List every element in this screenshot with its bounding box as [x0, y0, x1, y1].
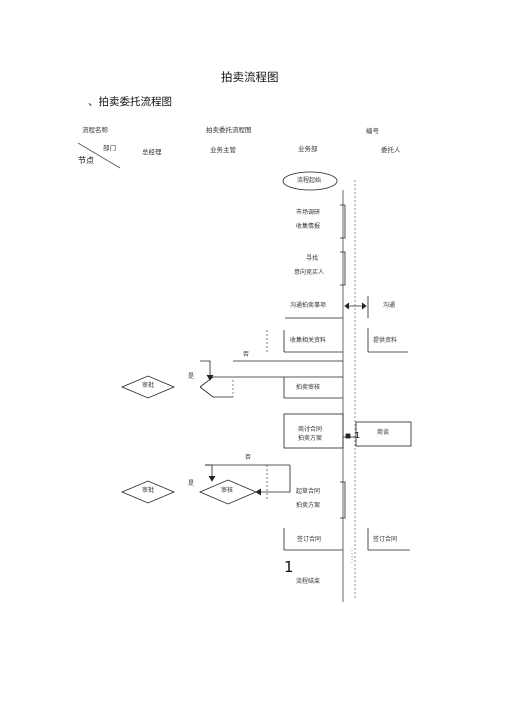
find-buyer-line2: 意向竞买人 — [294, 269, 325, 276]
review-node-2: 审核 — [221, 487, 234, 494]
market-research-line1: 市场调研 — [296, 209, 321, 216]
negotiate-box — [355, 421, 412, 447]
arrow-left-head — [344, 302, 350, 310]
node-label: 节点 — [78, 156, 94, 165]
draft-line1: 起草合同 — [296, 488, 321, 495]
start-oval — [282, 171, 338, 191]
provide-materials-node: 提供资料 — [373, 337, 398, 344]
dept-label: 部门 — [103, 144, 116, 152]
column-business-supervisor: 业务主管 — [210, 146, 236, 154]
communicate-node: 沟通 — [383, 302, 396, 309]
contract-box — [283, 413, 344, 449]
negotiate-node: 商谈 — [377, 429, 390, 436]
auction-review-node: 拍卖审核 — [296, 384, 321, 391]
collect-materials-node: 收集相关资料 — [290, 337, 327, 344]
column-business-dept: 业务部 — [298, 145, 318, 153]
marker-2: 1 — [284, 558, 294, 576]
yes-label-2: 是 — [188, 480, 195, 487]
market-research-line2: 收集情报 — [296, 223, 321, 230]
review1-arrow-head — [206, 374, 214, 381]
marker-1: 1 — [355, 431, 361, 440]
negotiate-auction-node: 沟通拍卖事项 — [290, 302, 327, 309]
find-buyer-line1: 寻找 — [306, 255, 319, 262]
process-name-value: 拍卖委托流程图 — [206, 126, 252, 134]
end-node: 流程结束 — [296, 578, 321, 585]
approve-node-2: 审批 — [142, 487, 155, 494]
draft-arrow-head — [255, 488, 262, 496]
approve2-diamond — [120, 480, 176, 504]
review1-arrow-in — [200, 360, 211, 378]
draft-to-review — [258, 465, 291, 493]
process-name-label: 流程名称 — [82, 126, 108, 134]
header-diagonal — [77, 142, 121, 169]
no-label-1: 否 — [243, 351, 250, 358]
page-title: 拍卖流程图 — [221, 70, 279, 84]
yes-label-1: 是 — [188, 373, 195, 380]
sign-contract-business: 签订合同 — [297, 536, 322, 543]
approve1-diamond — [120, 375, 176, 399]
column-general-manager: 总经理 — [142, 148, 162, 156]
column-client: 委托人 — [381, 146, 401, 154]
approve-node-1: 审批 — [142, 382, 155, 389]
number-label: 编号 — [366, 127, 379, 135]
marker1-square — [345, 433, 351, 439]
bracket-draft — [340, 481, 346, 519]
sign-contract-client: 签订合同 — [373, 536, 398, 543]
review2-arrow-in — [205, 464, 213, 479]
review1-shape — [199, 376, 233, 398]
review2-arrow-head — [208, 475, 216, 482]
draft-line2: 拍卖方案 — [296, 502, 321, 509]
contract-line2: 拍卖方案 — [298, 435, 323, 442]
bracket-research — [340, 204, 346, 239]
contract-line1: 商讨合同 — [298, 426, 323, 433]
page-subtitle: 、拍卖委托流程图 — [88, 96, 172, 108]
arrow-right-head — [361, 302, 367, 310]
no-label-2: 否 — [245, 454, 252, 461]
bracket-buyer — [340, 251, 346, 286]
start-node: 流程起始 — [297, 177, 322, 184]
